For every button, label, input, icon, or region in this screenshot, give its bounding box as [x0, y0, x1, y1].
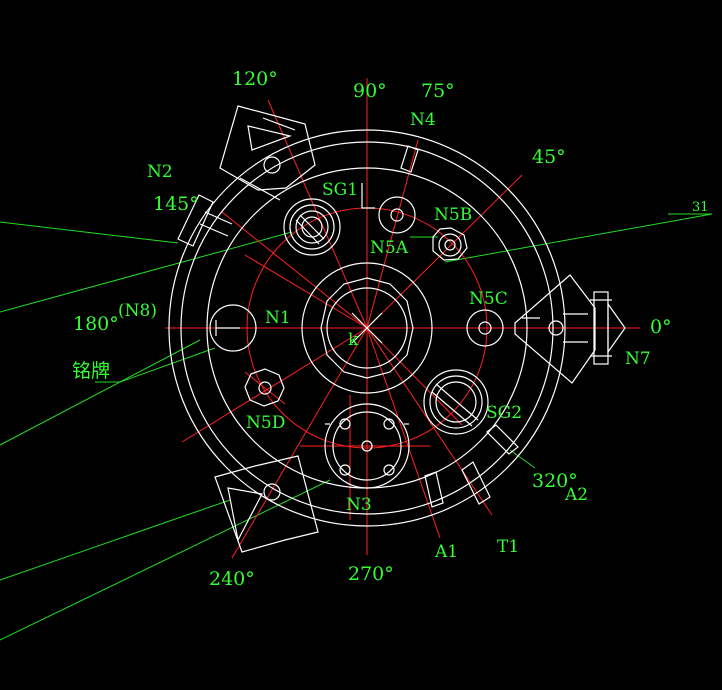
nozzle-n4: [400, 145, 419, 173]
label-n5b: N5B: [434, 205, 472, 225]
vessel-outline: [168, 129, 566, 527]
sight-glass-sg2: [423, 369, 489, 435]
leader-lines: [0, 213, 713, 641]
label-ref-31: 31: [692, 200, 709, 215]
nozzle-n5b: [432, 227, 468, 261]
label-n3: N3: [346, 495, 372, 515]
sight-glass-sg1: [283, 183, 375, 256]
angle-45: 45°: [532, 146, 566, 168]
label-n5a: N5A: [370, 238, 409, 258]
angle-240: 240°: [209, 568, 255, 590]
label-n5d: N5D: [246, 413, 285, 433]
nozzle-n5d: [244, 368, 285, 407]
label-n8: (N8): [118, 301, 157, 321]
angle-90: 90°: [353, 80, 387, 102]
label-n5c: N5C: [469, 289, 508, 309]
angle-320: 320°: [532, 470, 578, 492]
angle-75: 75°: [421, 80, 455, 102]
angle-270: 270°: [348, 563, 394, 585]
label-sg1: SG1: [322, 180, 358, 200]
nozzle-240: [214, 455, 319, 553]
label-a1: A1: [434, 542, 458, 562]
nozzle-n2: [177, 194, 233, 247]
labels: 0° 45° 75° 90° 120° 145° 180° 240° 270° …: [72, 68, 709, 590]
angle-145: 145°: [153, 193, 199, 215]
label-n7: N7: [625, 349, 651, 369]
angle-180: 180°: [73, 313, 119, 335]
label-a2: A2: [564, 485, 588, 505]
label-sg2: SG2: [486, 403, 522, 423]
nozzle-a1: [424, 471, 444, 508]
nozzle-n1: [209, 304, 257, 352]
label-n4: N4: [410, 110, 436, 130]
nozzle-120: [219, 105, 316, 201]
nozzle-n5c: [466, 309, 504, 347]
angle-120: 120°: [232, 68, 278, 90]
label-k: k: [348, 330, 359, 350]
nozzle-n7: [514, 274, 626, 384]
angle-0: 0°: [650, 316, 672, 338]
label-n1: N1: [265, 308, 291, 328]
label-nameplate: 铭牌: [72, 360, 110, 382]
nozzle-n3: [324, 403, 410, 489]
label-t1: T1: [497, 537, 519, 557]
nozzle-t1: [461, 461, 491, 505]
label-n2: N2: [147, 162, 173, 182]
nozzle-n5a: [378, 196, 416, 234]
nozzle-a2: [486, 424, 519, 455]
